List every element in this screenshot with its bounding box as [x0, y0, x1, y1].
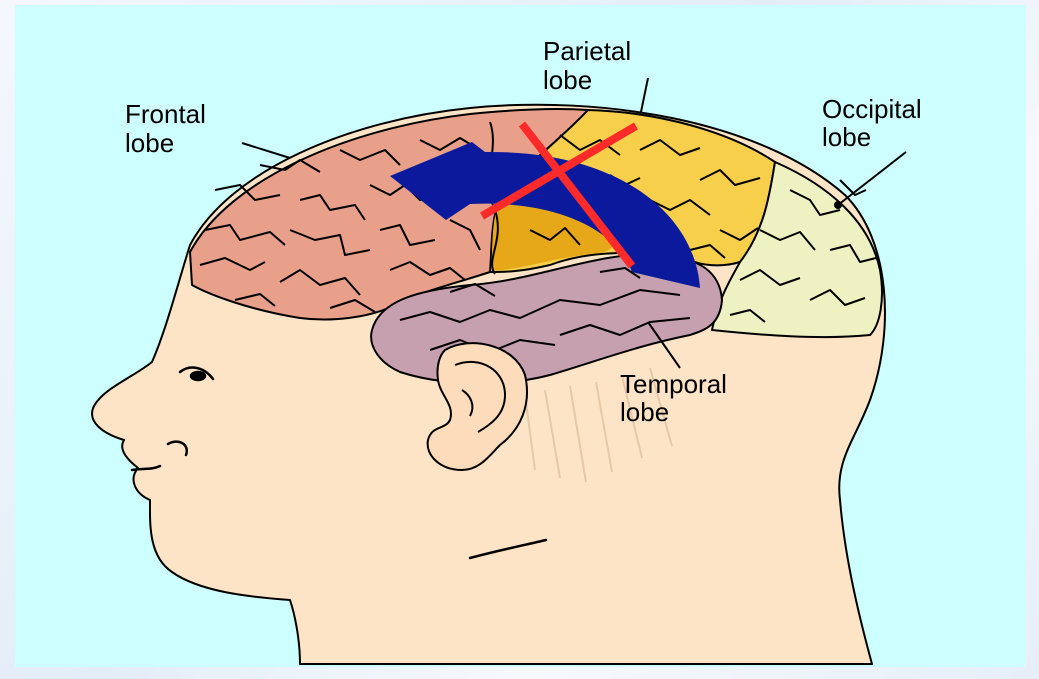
occipital-label-line2: lobe [822, 122, 871, 152]
eye-pupil [191, 372, 205, 380]
temporal-label-line1: Temporal [620, 369, 727, 399]
frontal-label-line1: Frontal [125, 99, 206, 129]
frontal-label-line2: lobe [125, 128, 174, 158]
parietal-label-line2: lobe [543, 65, 592, 95]
occipital-leader-dot [834, 201, 842, 209]
parietal-label-line1: Parietal [543, 36, 631, 66]
temporal-label-line2: lobe [620, 397, 669, 427]
occipital-label-line1: Occipital [822, 94, 922, 124]
